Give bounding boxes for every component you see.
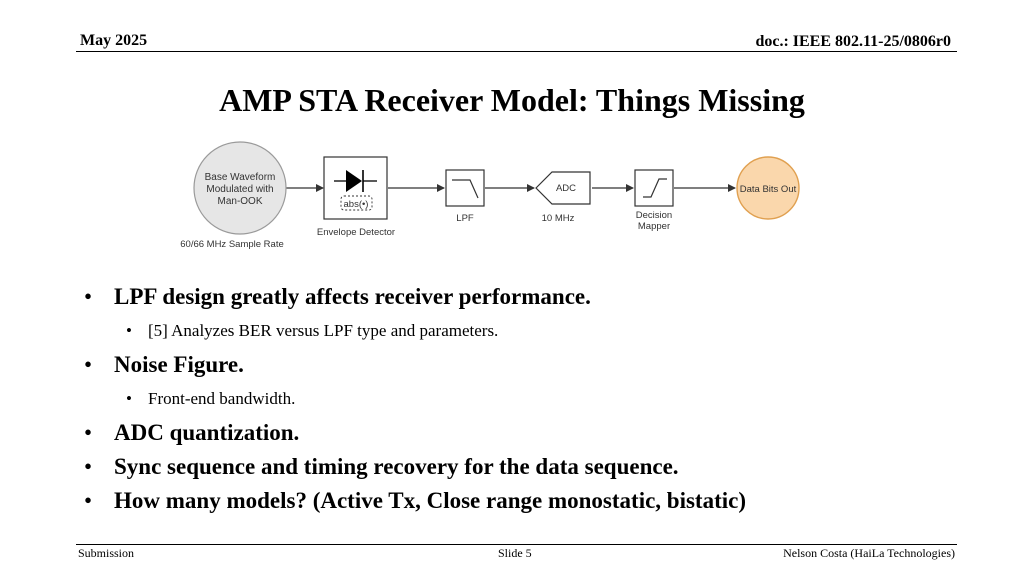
footer-slide-number: Slide 5 — [498, 546, 532, 560]
header-rule — [76, 51, 957, 52]
bullet-item: ADC quantization. — [84, 416, 964, 450]
envelope-detector-block — [323, 156, 388, 220]
header-doc-id: doc.: IEEE 802.11-25/0806r0 — [755, 33, 951, 50]
decision-mapper-block — [634, 169, 674, 207]
adc-block — [535, 171, 591, 205]
lowpass-icon — [452, 179, 479, 199]
footer-author: Nelson Costa (HaiLa Technologies) — [783, 546, 955, 560]
sub-bullet-item: Front-end bandwidth. — [84, 382, 964, 416]
envelope-detector-caption: Envelope Detector — [317, 227, 395, 238]
data-bits-out-node — [736, 156, 800, 220]
footer-submission: Submission — [78, 546, 135, 560]
bullet-item: How many models? (Active Tx, Close range… — [84, 484, 964, 518]
header-date: May 2025 — [80, 32, 148, 49]
lpf-caption: LPF — [456, 213, 474, 224]
source-waveform-node — [193, 141, 287, 235]
adc-label: ADC — [556, 183, 576, 194]
source-label-line-3: Man-OOK — [217, 196, 262, 207]
bullet-item: Noise Figure. — [84, 348, 964, 382]
adc-caption: 10 MHz — [542, 213, 575, 224]
step-function-icon — [643, 178, 667, 198]
diode-icon — [334, 170, 377, 192]
source-label-line-2: Modulated with — [206, 184, 273, 195]
sub-bullet-item: [5] Analyzes BER versus LPF type and par… — [84, 314, 964, 348]
slide-title: AMP STA Receiver Model: Things Missing — [219, 82, 805, 118]
decision-caption-line-1: Decision — [636, 210, 672, 221]
abs-function-box — [340, 195, 373, 211]
bullet-item: LPF design greatly affects receiver perf… — [84, 280, 964, 314]
bullet-item: Sync sequence and timing recovery for th… — [84, 450, 964, 484]
receiver-block-diagram: Base Waveform Modulated with Man-OOK 60/… — [180, 141, 800, 250]
lpf-block — [445, 169, 485, 207]
source-label-line-1: Base Waveform — [205, 172, 276, 183]
decision-caption-line-2: Mapper — [638, 221, 670, 232]
source-caption: 60/66 MHz Sample Rate — [180, 239, 284, 250]
footer-rule — [76, 544, 957, 545]
bullet-list: LPF design greatly affects receiver perf… — [84, 280, 964, 518]
data-bits-out-label: Data Bits Out — [740, 184, 797, 195]
abs-function-label: abs(•) — [344, 199, 369, 210]
